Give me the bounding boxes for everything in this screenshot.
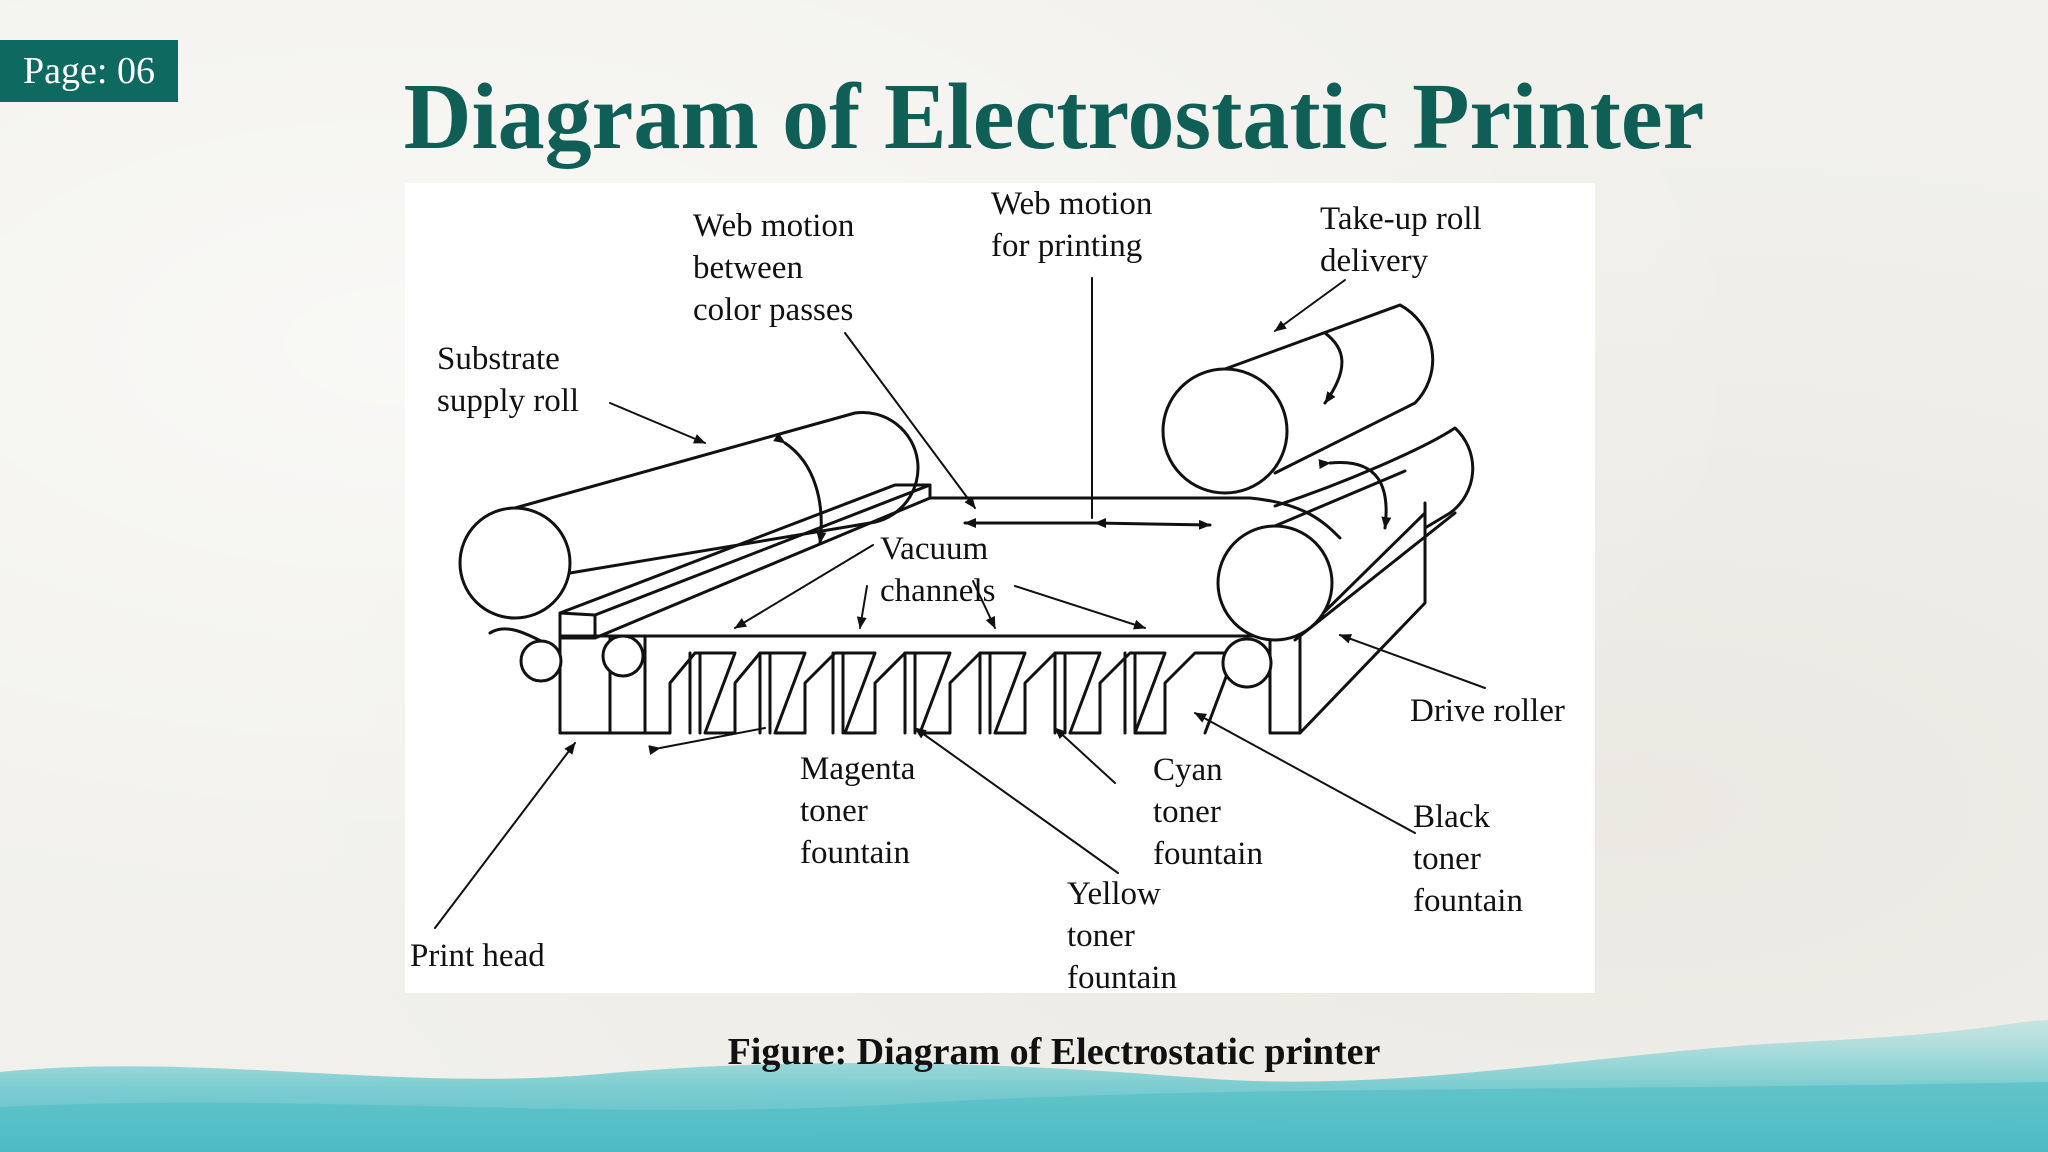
label-line: fountain [1413,883,1523,919]
label-line: channels [880,573,996,609]
label-line: toner [1067,918,1135,954]
watercolor-wash [0,1020,2048,1152]
label-line: Black [1413,799,1490,835]
label-line: for printing [991,228,1143,264]
web-motion-arrow-right [1093,519,1212,530]
label-line: toner [1153,794,1221,830]
small-roller-left [519,639,563,683]
slide-title: Diagram of Electrostatic Printer [403,65,1705,169]
label-line: supply roll [437,383,580,419]
label-line: color passes [693,292,854,328]
drive-roller-small [1221,637,1273,689]
label-line: Magenta [800,751,916,787]
label-line: between [693,250,803,286]
small-roller-mid [601,634,645,678]
label-line: fountain [1067,960,1177,996]
label-black-fountain: Black toner fountain [1413,796,1523,922]
label-drive-roller: Drive roller [1410,693,1565,729]
label-print-head: Print head [410,938,545,974]
figure-caption: Figure: Diagram of Electrostatic printer [727,1031,1381,1073]
label-takeup-roll: Take-up roll delivery [1320,198,1482,282]
label-line: Take-up roll [1320,201,1482,237]
label-line: Yellow [1067,876,1161,912]
label-line: toner [800,793,868,829]
label-line: Substrate [437,341,560,377]
label-line: Cyan [1153,752,1223,788]
page-number-badge: Page: 06 [0,40,178,102]
leader-lines [434,277,1486,929]
label-substrate-supply-roll: Substrate supply roll [437,338,579,422]
substrate-supply-roll-shape [458,411,920,620]
label-line: Vacuum [880,531,989,567]
takeup-rolls-shape [1161,303,1475,642]
label-cyan-fountain: Cyan toner fountain [1153,749,1263,875]
label-web-motion-between: Web motion between color passes [693,205,854,331]
label-line: fountain [1153,836,1263,872]
label-vacuum-channels: Vacuum channels [880,528,995,612]
label-line: Web motion [693,208,855,244]
toner-fountains [643,634,1237,735]
label-web-motion-printing: Web motion for printing [991,183,1152,267]
label-line: fountain [800,835,910,871]
label-yellow-fountain: Yellow toner fountain [1067,873,1177,999]
printer-diagram: Web motion between color passes Web moti… [405,183,1595,996]
label-magenta-fountain: Magenta toner fountain [800,748,915,874]
label-line: delivery [1320,243,1429,279]
label-line: toner [1413,841,1481,877]
label-line: Web motion [991,186,1153,222]
printer-diagram-drawing [434,277,1486,929]
